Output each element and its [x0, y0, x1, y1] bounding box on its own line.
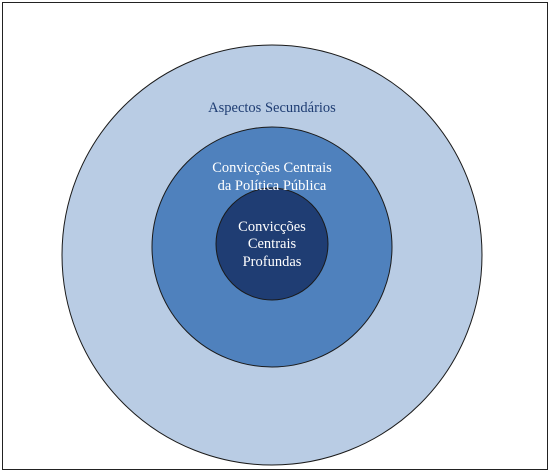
outer-ring-label: Aspectos Secundários [208, 100, 336, 116]
inner-circle-label-line-3: Profundas [243, 254, 302, 270]
middle-ring-label-line-1: Convicções Centrais [212, 160, 332, 176]
inner-circle-label-line-2: Centrais [248, 236, 297, 252]
inner-circle-deep-core-beliefs [215, 187, 329, 301]
middle-ring-label-line-2: da Política Pública [218, 178, 327, 194]
inner-circle-label-line-1: Convicções [238, 219, 306, 235]
